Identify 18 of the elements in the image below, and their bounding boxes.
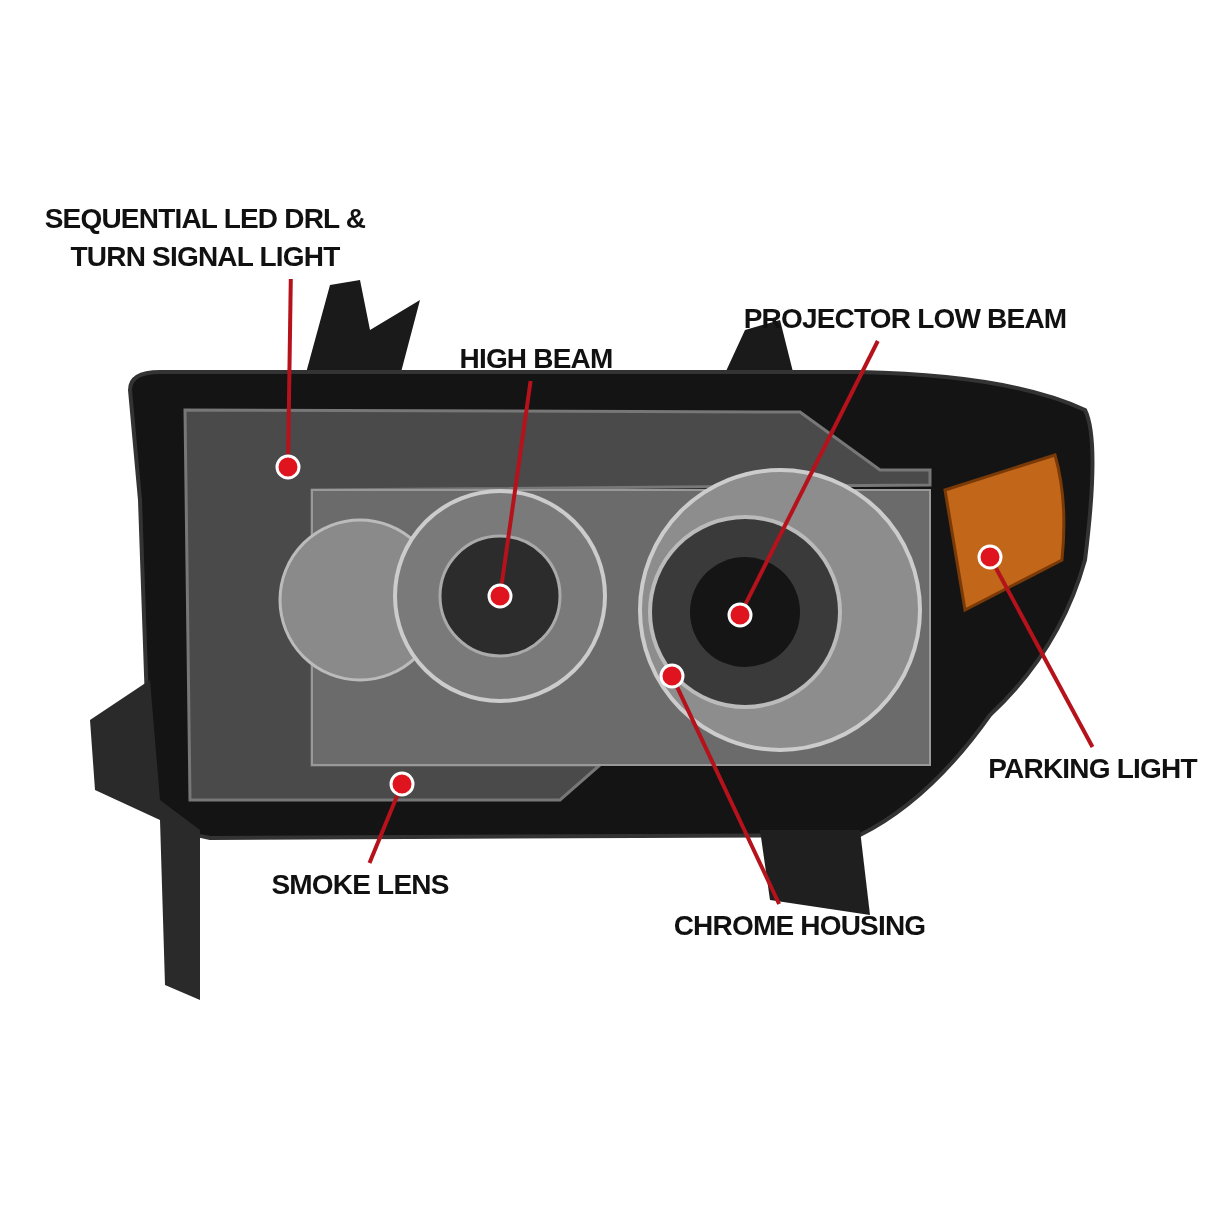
callout-label: HIGH BEAM <box>446 340 626 378</box>
callout-dot <box>487 583 513 609</box>
callout-dot <box>977 544 1003 570</box>
leader-line <box>743 340 880 605</box>
leader-line <box>367 794 400 864</box>
callout-label: SMOKE LENS <box>265 866 455 904</box>
callout-label: CHROME HOUSING <box>672 907 927 945</box>
leader-line <box>499 380 533 584</box>
callout-label: SEQUENTIAL LED DRL & TURN SIGNAL LIGHT <box>40 200 370 276</box>
callout-dot <box>275 454 301 480</box>
callout-dot <box>659 663 685 689</box>
callout-dot <box>389 771 415 797</box>
leader-line <box>994 567 1095 748</box>
leader-line <box>675 686 781 905</box>
callout-label: PARKING LIGHT <box>975 750 1210 788</box>
leader-line <box>286 278 293 455</box>
callout-dot <box>727 602 753 628</box>
callout-label: PROJECTOR LOW BEAM <box>735 300 1075 338</box>
